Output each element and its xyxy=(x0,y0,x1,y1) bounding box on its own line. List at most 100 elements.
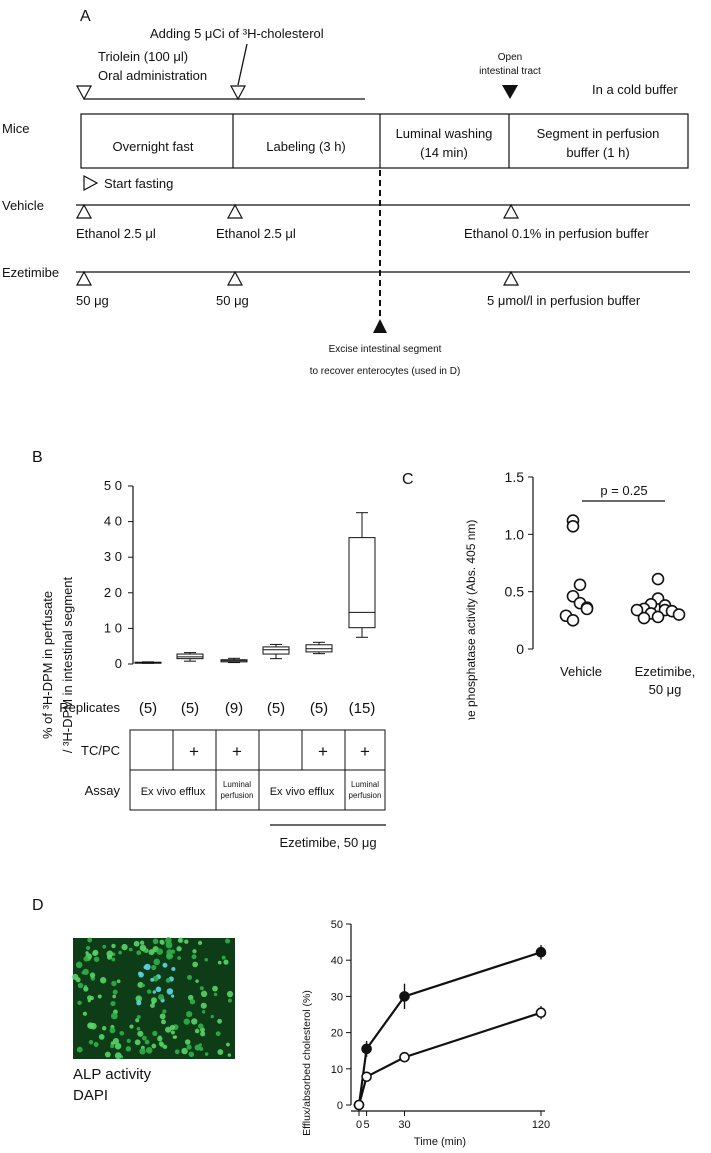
vehicle-dose-2: Ethanol 2.5 μl xyxy=(216,226,296,241)
cell-dot xyxy=(92,949,99,956)
cell-dot xyxy=(200,1031,206,1037)
cold-buffer-label: In a cold buffer xyxy=(592,82,678,97)
panel-b-letter: B xyxy=(32,449,43,466)
start-fasting-icon xyxy=(83,174,99,192)
cell-dot xyxy=(119,1030,125,1036)
b-box-6 xyxy=(348,512,376,638)
cell-dot xyxy=(87,937,93,943)
ezetimibe-dose-2: 50 μg xyxy=(216,293,249,308)
cell-dot xyxy=(197,1023,204,1029)
b-box-iqr xyxy=(348,537,376,629)
c-point xyxy=(566,614,580,627)
cell-dot xyxy=(139,940,145,945)
cell-dot xyxy=(77,1000,82,1006)
cell-dot xyxy=(174,1049,180,1055)
cell-dot xyxy=(114,1052,122,1060)
cell-dot xyxy=(139,944,147,952)
d-x-tick-label: 0 xyxy=(356,1119,362,1131)
cell-dot xyxy=(226,990,234,998)
vehicle-dose-1: Ethanol 2.5 μl xyxy=(76,226,156,241)
panel-b-ylabel-2: / ³H-DPM in intestinal segment xyxy=(60,576,75,753)
d-y-tick-label: 0 xyxy=(337,1100,343,1112)
cell-dot xyxy=(111,943,116,949)
cell-dot xyxy=(150,997,157,1004)
d-point xyxy=(535,946,547,958)
d-y-tick-label: 10 xyxy=(331,1064,343,1076)
cell-dot xyxy=(159,1013,166,1020)
phase-washing-time: (14 min) xyxy=(420,145,468,160)
open-tract-label-1: Open xyxy=(498,52,522,63)
cell-dot xyxy=(227,1053,232,1057)
cell-dot xyxy=(152,975,159,982)
cell-dot xyxy=(152,938,159,945)
panel-d-xlabel: Time (min) xyxy=(414,1136,466,1148)
b-replicate-2: (5) xyxy=(181,700,199,717)
pvalue-label: p = 0.25 xyxy=(600,483,647,498)
panel-c-letter: C xyxy=(402,471,414,488)
cell-dot xyxy=(215,1031,221,1037)
cell-dot xyxy=(223,959,229,965)
b-y-tick-label: 3 0 xyxy=(104,549,122,564)
ezetimibe-group-label: Ezetimibe, 50 μg xyxy=(279,835,376,850)
d-series-line-2 xyxy=(357,1011,542,1106)
b-box-1 xyxy=(134,661,162,664)
d-series-line-1 xyxy=(357,951,542,1106)
cell-dot xyxy=(217,1018,223,1024)
cell-dot xyxy=(189,998,196,1005)
cell-dot xyxy=(82,1011,88,1016)
cell-dot xyxy=(137,1030,144,1037)
cell-dot xyxy=(184,939,189,944)
b-y-tick-label: 0 xyxy=(115,656,122,671)
c-point xyxy=(637,611,651,625)
b-replicate-6: (15) xyxy=(349,700,376,717)
cell-dot xyxy=(162,1044,168,1050)
b-box-2 xyxy=(176,652,204,662)
cell-dot xyxy=(152,1030,158,1037)
cell-dot xyxy=(184,1039,191,1045)
cell-dot xyxy=(102,944,107,949)
c-category-ezetimibe-dose: 50 μg xyxy=(649,682,682,697)
cell-dot xyxy=(116,979,121,984)
cell-dot xyxy=(136,1000,142,1006)
triolein-marker-icon xyxy=(75,85,93,101)
cell-dot xyxy=(226,1042,230,1047)
cell-dot xyxy=(152,990,157,994)
start-fasting-label: Start fasting xyxy=(104,176,173,191)
open-tract-label-2: intestinal tract xyxy=(479,66,541,77)
cell-dot xyxy=(85,945,91,951)
b-box-5 xyxy=(305,641,333,655)
cell-dot xyxy=(77,982,84,989)
vehicle-label: Vehicle xyxy=(2,198,44,213)
cell-dot xyxy=(137,981,144,988)
cell-dot xyxy=(192,961,199,968)
cell-dot xyxy=(138,971,144,978)
panel-b-ylabel-1: % of ³H-DPM in perfusate xyxy=(40,591,55,739)
c-point xyxy=(573,578,587,592)
cell-dot xyxy=(133,940,140,947)
cell-dot xyxy=(162,962,168,968)
b-box-iqr xyxy=(176,653,204,660)
c-y-tick-label: 0 xyxy=(516,641,524,657)
b-replicate-4: (5) xyxy=(267,700,285,717)
cell-dot xyxy=(83,956,89,962)
cell-dot xyxy=(109,1027,116,1034)
c-category-vehicle: Vehicle xyxy=(560,664,602,679)
d-x-tick-label: 30 xyxy=(398,1119,410,1131)
cell-dot xyxy=(88,1040,94,1045)
cell-dot xyxy=(176,946,182,952)
cell-dot xyxy=(197,940,203,945)
cell-dot xyxy=(141,983,146,988)
cell-dot xyxy=(194,1028,200,1034)
cell-dot xyxy=(126,1038,131,1044)
assay-cell-4a: Luminal xyxy=(351,780,379,789)
panel-d-image: D ALP activity DAPI xyxy=(32,897,235,1104)
ezetimibe-dose-1-icon xyxy=(75,270,93,286)
cell-dot xyxy=(191,1018,198,1025)
cell-dot xyxy=(101,1026,107,1031)
oral-label: Oral administration xyxy=(98,68,207,83)
b-replicate-1: (5) xyxy=(139,700,157,717)
cell-dot xyxy=(158,994,165,1001)
cell-dot xyxy=(89,972,96,978)
panel-d-ylabel: Efflux/absorbed cholesterol (%) xyxy=(301,990,313,1136)
triolein-label: Triolein (100 μl) xyxy=(98,49,188,64)
